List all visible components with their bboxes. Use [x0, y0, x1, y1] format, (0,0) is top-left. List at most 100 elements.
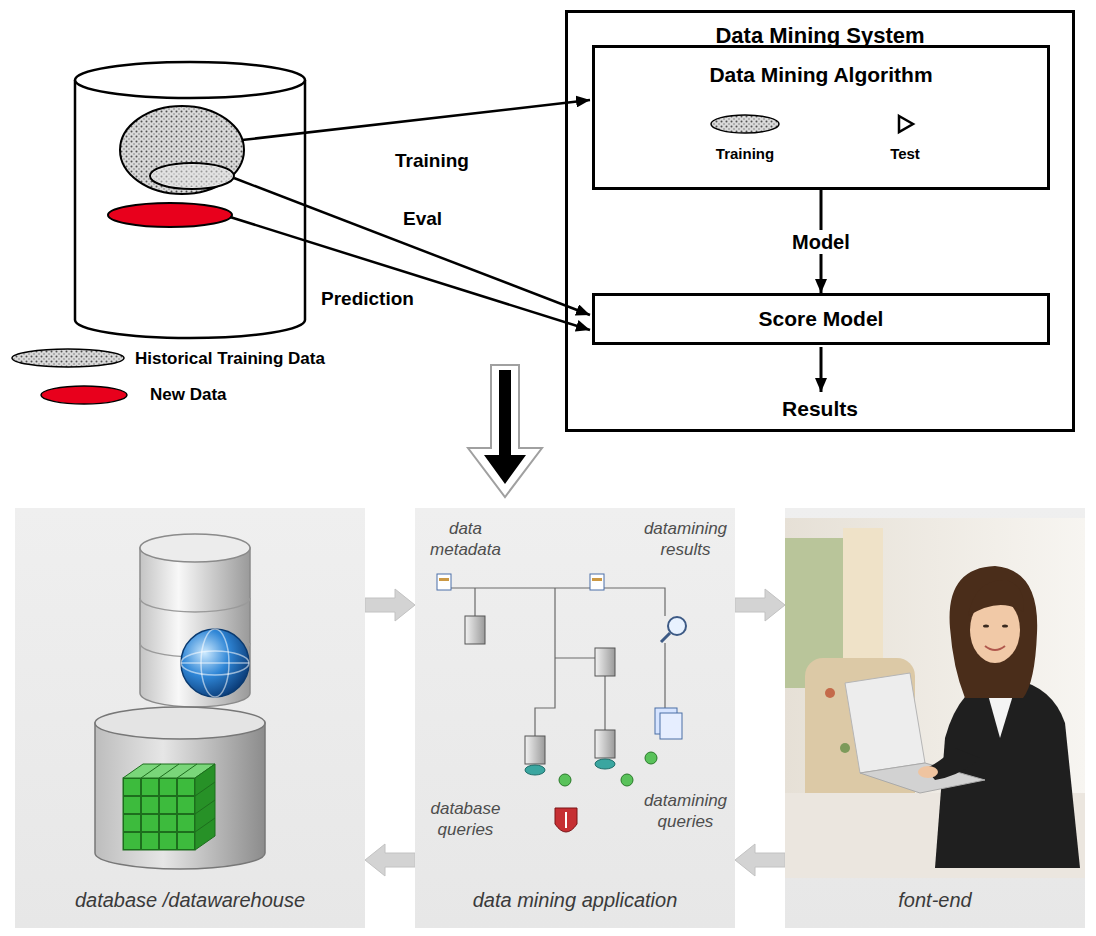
illustration-part — [141, 764, 161, 778]
set-icon — [711, 115, 779, 133]
illustration-part — [445, 588, 665, 736]
flow-arrow — [234, 178, 590, 315]
illustration-part — [437, 574, 451, 590]
illustration-part — [621, 774, 633, 786]
illustration-part — [661, 633, 670, 642]
user-panel: font-end — [785, 508, 1085, 928]
box-heading: Data Mining Algorithm — [595, 62, 1047, 87]
arrow-shape — [365, 589, 415, 621]
connector-label: datamining results — [638, 518, 733, 561]
database-illustration — [15, 508, 365, 928]
application-illustration — [415, 508, 735, 928]
illustration-part — [525, 765, 545, 775]
connector-label: data metadata — [418, 518, 513, 561]
legend-swatch — [38, 384, 130, 406]
illustration-part — [845, 673, 925, 773]
store-cylinder — [75, 80, 305, 338]
panel-caption: data mining application — [415, 888, 735, 912]
illustration-part — [785, 518, 1085, 878]
illustration-part — [181, 651, 249, 675]
illustration-part — [595, 759, 615, 769]
illustration-part — [559, 774, 571, 786]
arrow-shape — [735, 589, 785, 621]
illustration-part — [181, 662, 249, 664]
panel-caption: database /datawarehouse — [15, 888, 365, 912]
illustration-part — [177, 764, 197, 778]
illustration-part — [950, 566, 1038, 698]
icon-caption: Test — [850, 145, 960, 163]
illustration-part — [555, 808, 577, 832]
illustration-part — [181, 629, 249, 697]
illustration-part — [95, 707, 265, 739]
system-frame: Data Mining SystemResults Data Mining Alg… — [565, 10, 1075, 432]
illustration-part — [592, 578, 602, 581]
illustration-part — [140, 598, 250, 612]
process-box: Score Model — [592, 293, 1050, 345]
illustration-part — [195, 800, 215, 814]
legend-text: Historical Training Data — [135, 349, 325, 369]
user-photo — [785, 508, 1085, 928]
block-arrow — [735, 589, 785, 621]
illustration-part — [565, 812, 567, 828]
transition-arrow — [468, 365, 542, 497]
history-set — [120, 106, 244, 194]
cylinder-top — [75, 62, 305, 98]
output-arrow — [820, 347, 823, 392]
illustration-part — [825, 688, 835, 698]
connector-label: datamining queries — [638, 790, 733, 833]
new-set — [108, 203, 232, 227]
illustration-part — [1002, 624, 1008, 627]
illustration-part — [840, 743, 850, 753]
illustration-part — [525, 736, 545, 764]
application-panel: data mining application — [415, 508, 735, 928]
illustration-part — [595, 730, 615, 758]
illustration-part — [140, 534, 250, 562]
legend-text: New Data — [150, 385, 227, 405]
eval-subset — [150, 163, 234, 189]
legend-sample — [12, 349, 124, 367]
illustration-part — [95, 723, 265, 869]
arrow-shape — [735, 844, 785, 876]
illustration-part — [645, 752, 657, 764]
illustration-part — [195, 818, 215, 832]
box-heading: Score Model — [595, 306, 1047, 331]
icon-caption: Training — [690, 145, 800, 163]
flow-arrow — [230, 217, 590, 330]
storage-panel: database /datawarehouse — [15, 508, 365, 928]
illustration-part — [159, 764, 179, 778]
flow-arrow — [242, 100, 590, 140]
illustration-part — [668, 617, 686, 635]
illustration-part — [140, 548, 250, 707]
block-arrow — [365, 844, 415, 876]
illustration-part — [595, 648, 615, 676]
arrow-shape — [365, 844, 415, 876]
illustration-part — [660, 713, 682, 739]
transition-arrow-core — [484, 370, 526, 484]
illustration-part — [123, 778, 195, 850]
connector-label: Model — [784, 230, 858, 254]
illustration-part — [985, 646, 1005, 650]
flow-label: Training — [392, 150, 472, 173]
flow-label: Prediction — [318, 288, 417, 311]
flow-connector — [821, 190, 822, 293]
output-text: Results — [568, 396, 1072, 421]
panel-caption: font-end — [785, 888, 1085, 912]
illustration-part — [968, 580, 1024, 616]
illustration-part — [983, 624, 989, 627]
block-arrow — [365, 589, 415, 621]
illustration-part — [439, 578, 449, 581]
connector-line — [820, 190, 823, 293]
swatch-shape — [41, 386, 127, 404]
frame-heading: Data Mining System — [568, 23, 1072, 49]
illustration-part — [465, 616, 485, 644]
flow-label: Eval — [400, 208, 445, 231]
set-icon — [899, 116, 913, 132]
connector-label: database queries — [418, 798, 513, 841]
illustration-part — [918, 766, 938, 778]
block-arrow — [735, 844, 785, 876]
illustration-part — [195, 782, 215, 796]
eval-subset-texture — [152, 165, 232, 187]
illustration-part — [590, 574, 604, 590]
illustration-part — [195, 764, 215, 850]
algorithm-box: Data Mining AlgorithmTraining Test — [592, 45, 1050, 190]
